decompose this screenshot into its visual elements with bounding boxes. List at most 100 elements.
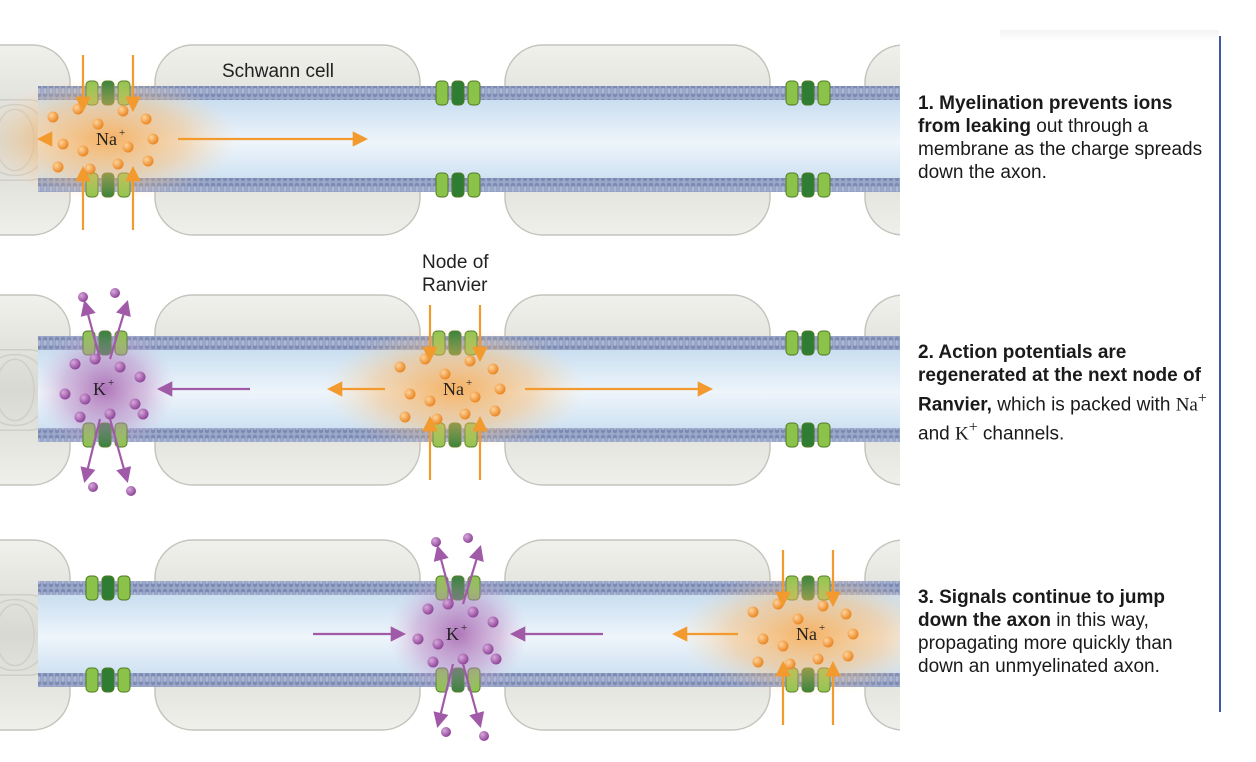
axon-panel-1: Na+ bbox=[0, 45, 900, 235]
node-of-ranvier-label-line1: Node of bbox=[422, 252, 489, 273]
potassium-ion bbox=[479, 731, 489, 741]
potassium-ion bbox=[423, 604, 434, 615]
schwann-cell-label: Schwann cell bbox=[222, 61, 334, 82]
potassium-ion bbox=[70, 359, 81, 370]
sodium-ion-label: Na bbox=[796, 624, 817, 644]
sodium-ion bbox=[490, 406, 501, 417]
sodium-ion bbox=[793, 614, 804, 625]
sodium-ion bbox=[785, 659, 796, 670]
ion-channel bbox=[818, 81, 830, 105]
potassium-ion bbox=[441, 727, 451, 737]
ion-channel bbox=[786, 173, 798, 197]
potassium-ion bbox=[468, 607, 479, 618]
sodium-ion bbox=[53, 162, 64, 173]
sodium-ion bbox=[460, 409, 471, 420]
sodium-ion bbox=[841, 609, 852, 620]
potassium-ion bbox=[75, 412, 86, 423]
sodium-ion bbox=[400, 412, 411, 423]
top-strip bbox=[1000, 30, 1219, 42]
ion-channel bbox=[468, 173, 480, 197]
sodium-ion-label: Na bbox=[96, 129, 117, 149]
sodium-ion bbox=[405, 389, 416, 400]
ion-channel bbox=[452, 173, 464, 197]
ion-channel bbox=[436, 81, 448, 105]
potassium-ion bbox=[110, 288, 120, 298]
ion-charge-label: + bbox=[819, 622, 825, 634]
step-2-text-c: channels. bbox=[978, 424, 1065, 445]
sodium-ion bbox=[113, 159, 124, 170]
potassium-ion-label: K bbox=[93, 379, 106, 399]
step-2-ion-na-charge: + bbox=[1198, 390, 1207, 407]
sodium-ion bbox=[470, 392, 481, 403]
potassium-ion bbox=[78, 292, 88, 302]
sodium-ion bbox=[395, 362, 406, 373]
ion-channel bbox=[452, 81, 464, 105]
axon-panel-3: Na+K+ bbox=[0, 533, 900, 741]
ion-channel bbox=[818, 423, 830, 447]
sodium-ion bbox=[143, 156, 154, 167]
ion-channel bbox=[468, 81, 480, 105]
sodium-ion bbox=[58, 139, 69, 150]
sodium-ion bbox=[141, 114, 152, 125]
ion-channel bbox=[786, 331, 798, 355]
ion-charge-label: + bbox=[466, 377, 472, 389]
sodium-ion-label: Na bbox=[443, 379, 464, 399]
sodium-ion bbox=[432, 414, 443, 425]
ion-charge-label: + bbox=[108, 377, 114, 389]
sodium-ion bbox=[778, 641, 789, 652]
sodium-ion bbox=[48, 112, 59, 123]
potassium-ion bbox=[80, 394, 91, 405]
ion-channel bbox=[802, 81, 814, 105]
sodium-ion bbox=[848, 629, 859, 640]
ion-channel bbox=[786, 423, 798, 447]
sodium-ion bbox=[148, 134, 159, 145]
sodium-ion bbox=[758, 634, 769, 645]
ion-channel bbox=[102, 668, 114, 692]
ion-channel bbox=[436, 173, 448, 197]
potassium-ion bbox=[433, 639, 444, 650]
step-1-caption: 1. Myelination prevents ions from leakin… bbox=[918, 92, 1218, 184]
myelinated-axon-diagram: Na+Na+K+Na+K+ Schwann cell Node of Ranvi… bbox=[0, 0, 900, 762]
ion-channel bbox=[802, 173, 814, 197]
ion-channel bbox=[118, 576, 130, 600]
potassium-ion bbox=[105, 409, 116, 420]
ion-channel bbox=[802, 331, 814, 355]
sodium-ion bbox=[488, 364, 499, 375]
sodium-ion bbox=[495, 384, 506, 395]
sodium-ion bbox=[85, 164, 96, 175]
potassium-ion bbox=[138, 409, 149, 420]
sodium-ion bbox=[123, 142, 134, 153]
ion-charge-label: + bbox=[119, 127, 125, 139]
potassium-ion bbox=[431, 537, 441, 547]
potassium-ion bbox=[488, 617, 499, 628]
sodium-ion bbox=[773, 599, 784, 610]
ion-channel bbox=[102, 576, 114, 600]
ion-channel bbox=[818, 173, 830, 197]
ion-channel bbox=[802, 423, 814, 447]
ion-channel bbox=[118, 668, 130, 692]
ion-channel bbox=[86, 576, 98, 600]
right-border-rule bbox=[1219, 36, 1221, 712]
sodium-ion bbox=[420, 354, 431, 365]
sodium-ion bbox=[748, 607, 759, 618]
step-2-ion-k: K bbox=[955, 424, 969, 445]
sodium-ion bbox=[78, 146, 89, 157]
sodium-ion bbox=[73, 104, 84, 115]
potassium-ion bbox=[130, 399, 141, 410]
sodium-ion bbox=[425, 396, 436, 407]
sodium-ion bbox=[118, 106, 129, 117]
sodium-ion bbox=[440, 369, 451, 380]
potassium-ion bbox=[458, 654, 469, 665]
potassium-ion bbox=[491, 654, 502, 665]
ion-channel bbox=[786, 81, 798, 105]
sodium-ion bbox=[843, 651, 854, 662]
ion-channel bbox=[86, 668, 98, 692]
potassium-ion bbox=[88, 482, 98, 492]
potassium-ion bbox=[115, 362, 126, 373]
node-of-ranvier-label-line2: Ranvier bbox=[422, 275, 488, 296]
potassium-ion bbox=[135, 372, 146, 383]
potassium-ion bbox=[413, 634, 424, 645]
ion-channel bbox=[818, 331, 830, 355]
potassium-ion bbox=[463, 533, 473, 543]
sodium-ion bbox=[465, 356, 476, 367]
